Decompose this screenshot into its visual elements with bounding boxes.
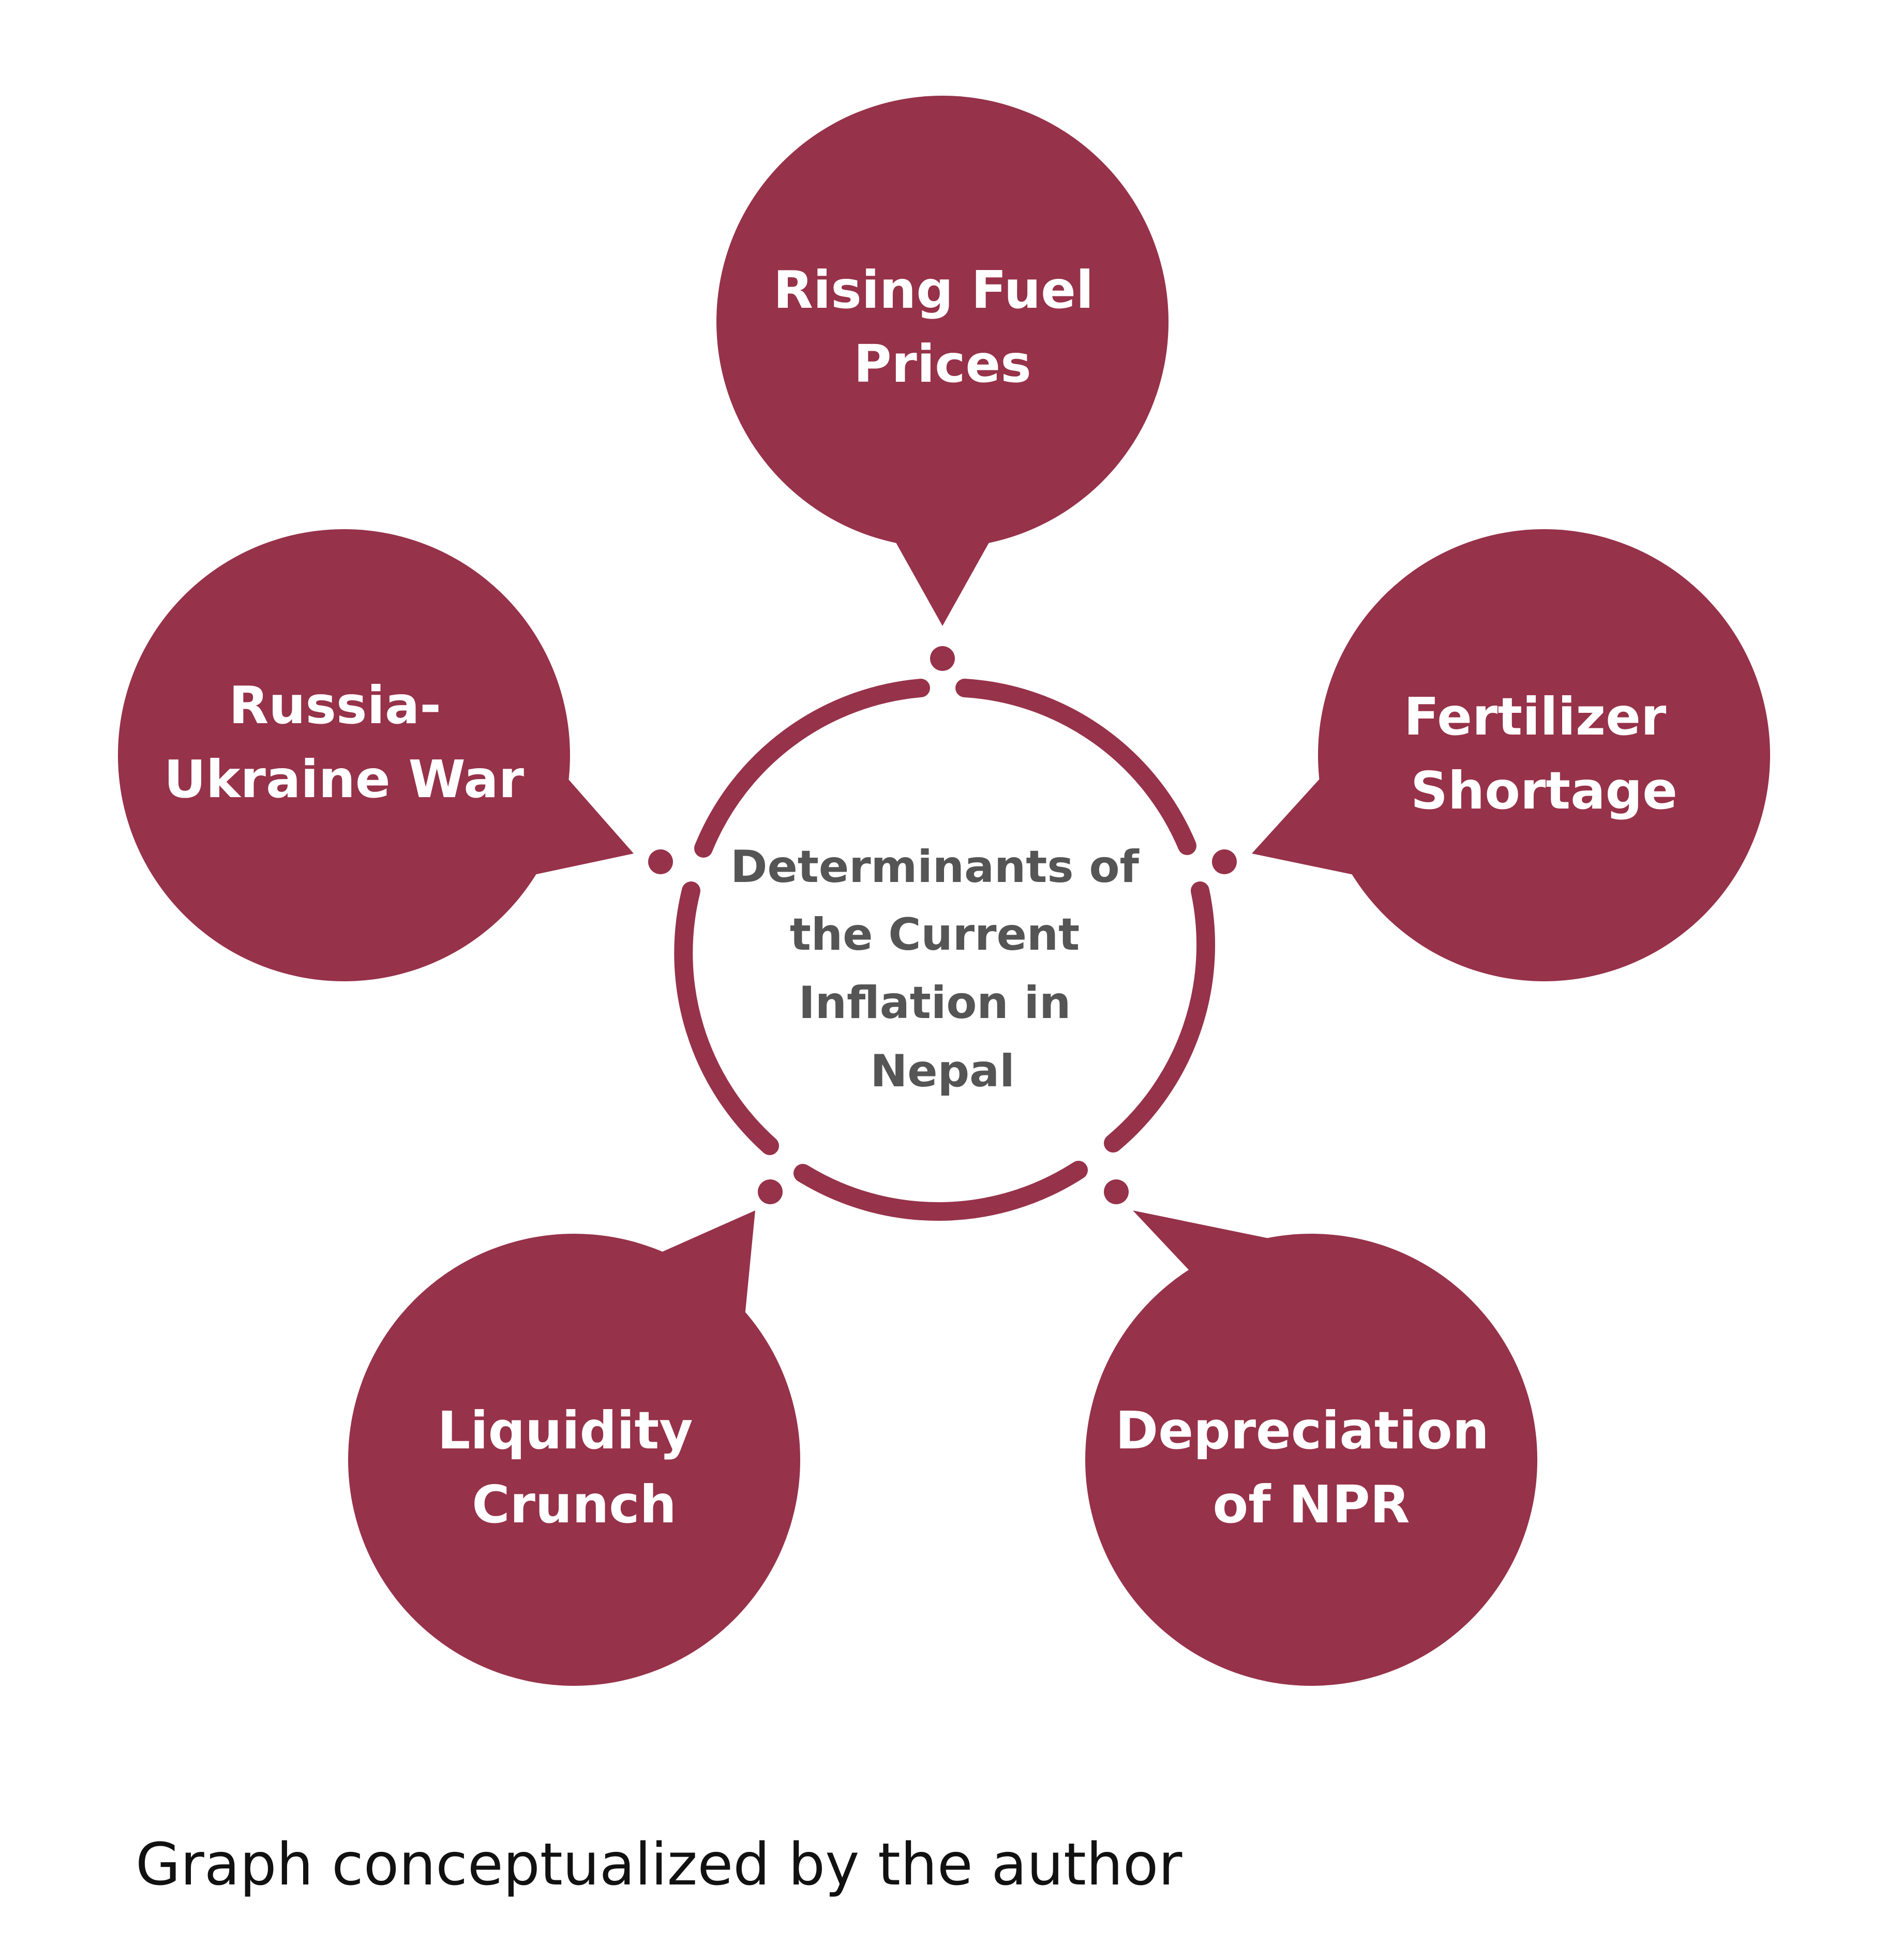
center-title-line-1: Determinants of (730, 841, 1140, 893)
bubble-label: Liquidity Crunch (438, 1400, 711, 1535)
ring-dot-left (648, 849, 673, 874)
center-ring (674, 679, 1216, 1221)
center-title-line-2: the Current (790, 909, 1080, 961)
bubble-circle (716, 96, 1169, 548)
ring-dot-top (930, 646, 955, 671)
ring-dot-right (1212, 849, 1237, 874)
bubble-label-line-1: Liquidity (438, 1400, 693, 1461)
bubble-fertilizer-shortage: Fertilizer Shortage (1252, 529, 1770, 981)
bubble-pointer (893, 538, 992, 626)
ring-arc-bottom (793, 1161, 1088, 1221)
bubble-label-line-2: Crunch (472, 1474, 677, 1535)
ring-arc-top-right (955, 679, 1196, 855)
bubble-depreciation-of-npr: Depreciation of NPR (1085, 1210, 1537, 1686)
bubble-label-line-1: Depreciation (1115, 1400, 1489, 1461)
ring-arc-left (674, 881, 779, 1155)
bubble-label-line-2: of NPR (1212, 1474, 1410, 1535)
bubble-liquidity-crunch: Liquidity Crunch (348, 1210, 800, 1686)
bubble-label-line-1: Rising Fuel (773, 260, 1094, 320)
ring-dot-bottom-left (758, 1179, 783, 1204)
bubble-label-line-2: Prices (853, 334, 1031, 394)
bubble-circle (1085, 1234, 1537, 1686)
bubble-pointer (512, 768, 634, 879)
ring-gap-dots (648, 646, 1237, 1204)
bubble-label: Rising Fuel Prices (773, 260, 1112, 394)
ring-arc-top-left (694, 679, 930, 858)
bubble-label-line-1: Fertilizer (1404, 686, 1667, 747)
center-title-line-4: Nepal (870, 1045, 1014, 1097)
ring-arc-right (1104, 881, 1216, 1153)
bubble-circle (348, 1234, 800, 1686)
bubble-rising-fuel-prices: Rising Fuel Prices (716, 96, 1169, 626)
bubble-pointer (662, 1210, 755, 1316)
figure-caption: Graph conceptualized by the author (136, 1831, 1182, 1898)
bubble-pointer (1252, 768, 1376, 879)
center-title-line-3: Inflation in (799, 977, 1071, 1029)
bubble-circle (1318, 529, 1770, 981)
ring-dot-bottom-right (1104, 1179, 1129, 1204)
bubble-circle (118, 529, 570, 981)
bubble-pointer (1133, 1210, 1335, 1298)
bubble-label: Depreciation of NPR (1115, 1400, 1507, 1535)
bubble-label-line-2: Shortage (1411, 760, 1678, 821)
bubble-label: Russia- Ukraine War (164, 675, 525, 810)
bubble-label-line-2: Ukraine War (164, 749, 525, 810)
center-title: Determinants of the Current Inflation in… (730, 841, 1155, 1097)
bubble-label: Fertilizer Shortage (1404, 686, 1684, 821)
bubble-label-line-1: Russia- (229, 675, 441, 736)
bubble-russia-ukraine-war: Russia- Ukraine War (118, 529, 634, 981)
